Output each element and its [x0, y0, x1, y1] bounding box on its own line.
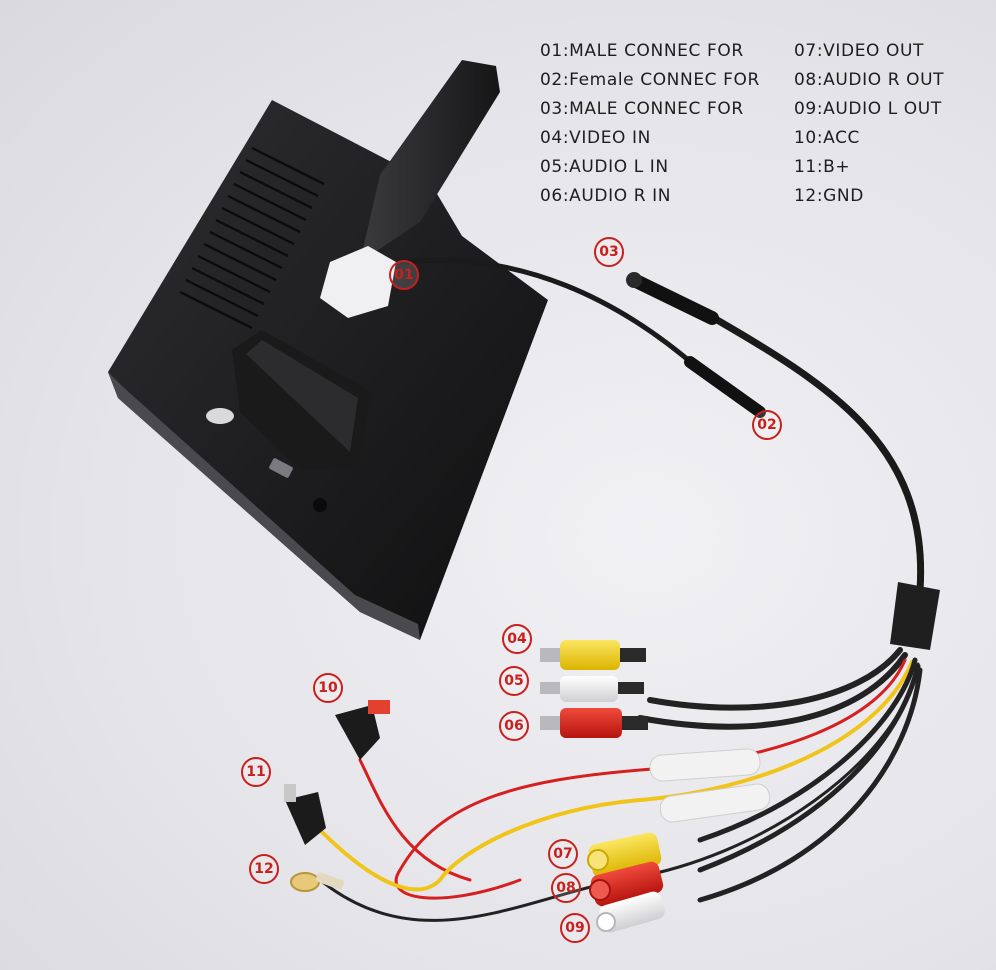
badge-07: 07	[548, 839, 578, 869]
legend-item: 03:MALE CONNEC FOR	[540, 99, 744, 119]
legend-item: 11:B+	[794, 157, 851, 177]
b-plus-fuse-tap	[284, 784, 326, 845]
legend-item: 01:MALE CONNEC FOR	[540, 41, 744, 61]
fuse-holder-2	[659, 783, 771, 823]
legend-item: 06:AUDIO R IN	[540, 186, 672, 206]
badge-09: 09	[560, 913, 590, 943]
badge-02: 02	[752, 410, 782, 440]
legend-item: 07:VIDEO OUT	[794, 41, 925, 61]
power-button	[206, 408, 234, 424]
legend-column-right: 07:VIDEO OUT 08:AUDIO R OUT 09:AUDIO L O…	[794, 40, 944, 214]
badge-08: 08	[551, 873, 581, 903]
power-terminals	[284, 700, 390, 892]
rca-06-audio-r-in	[540, 708, 648, 738]
badge-05: 05	[499, 666, 529, 696]
audio-jack	[313, 498, 327, 512]
badge-03: 03	[594, 237, 624, 267]
legend-column-left: 01:MALE CONNEC FOR 02:Female CONNEC FOR …	[540, 40, 760, 214]
legend-item: 08:AUDIO R OUT	[794, 70, 945, 90]
legend-item: 05:AUDIO L IN	[540, 157, 669, 177]
gnd-ring-terminal	[290, 872, 345, 892]
badge-06: 06	[499, 711, 529, 741]
legend-item: 04:VIDEO IN	[540, 128, 651, 148]
legend-item: 02:Female CONNEC FOR	[540, 70, 760, 90]
vent-grille	[179, 147, 325, 329]
cable-03-main	[696, 306, 925, 594]
legend-item: 12:GND	[794, 186, 864, 206]
cables	[318, 257, 940, 922]
cable-01-02	[399, 257, 703, 373]
legend-item: 10:ACC	[794, 128, 861, 148]
badge-01: 01	[389, 260, 419, 290]
connector-03	[627, 273, 719, 325]
rca-outputs	[587, 832, 665, 933]
foam-insert	[320, 246, 396, 318]
acc-fuse-tap	[335, 700, 390, 760]
rca-04-video-in	[540, 640, 646, 670]
badge-12: 12	[249, 854, 279, 884]
badge-11: 11	[241, 757, 271, 787]
monitor-stand	[360, 60, 500, 262]
fuse-holder-1	[649, 748, 761, 782]
wire-b-plus-yellow	[318, 660, 914, 892]
wire-acc-red	[394, 658, 907, 900]
breakout-boot	[890, 582, 940, 650]
rca-09-audio-l-out	[596, 891, 665, 933]
badge-10: 10	[313, 673, 343, 703]
monitor-edge	[108, 372, 420, 640]
monitor	[108, 60, 548, 640]
badge-04: 04	[502, 624, 532, 654]
rca-inputs	[540, 640, 648, 738]
legend-item: 09:AUDIO L OUT	[794, 99, 942, 119]
connector-02	[684, 356, 766, 418]
rca-05-audio-l-in	[540, 676, 644, 702]
usb-port	[269, 458, 293, 478]
